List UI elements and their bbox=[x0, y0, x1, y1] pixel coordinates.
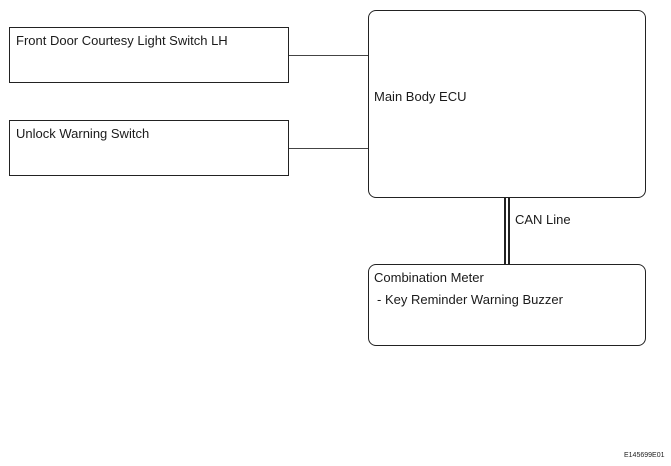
main-body-ecu-box: Main Body ECU bbox=[368, 10, 646, 198]
combination-meter-title: Combination Meter bbox=[374, 270, 484, 285]
figure-code: E145699E01 bbox=[624, 452, 665, 459]
can-line-wire-left bbox=[504, 198, 506, 264]
main-body-ecu-label: Main Body ECU bbox=[374, 89, 467, 104]
front-door-switch-to-ecu-line bbox=[289, 55, 368, 56]
combination-meter-box: Combination Meter - Key Reminder Warning… bbox=[368, 264, 646, 346]
front-door-courtesy-light-switch-label: Front Door Courtesy Light Switch LH bbox=[16, 33, 228, 48]
can-line-wire-right bbox=[508, 198, 510, 264]
unlock-warning-switch-box: Unlock Warning Switch bbox=[9, 120, 289, 176]
front-door-courtesy-light-switch-box: Front Door Courtesy Light Switch LH bbox=[9, 27, 289, 83]
unlock-switch-to-ecu-line bbox=[289, 148, 368, 149]
key-reminder-warning-buzzer-label: - Key Reminder Warning Buzzer bbox=[377, 292, 563, 307]
unlock-warning-switch-label: Unlock Warning Switch bbox=[16, 126, 150, 141]
can-line-label: CAN Line bbox=[515, 212, 571, 227]
